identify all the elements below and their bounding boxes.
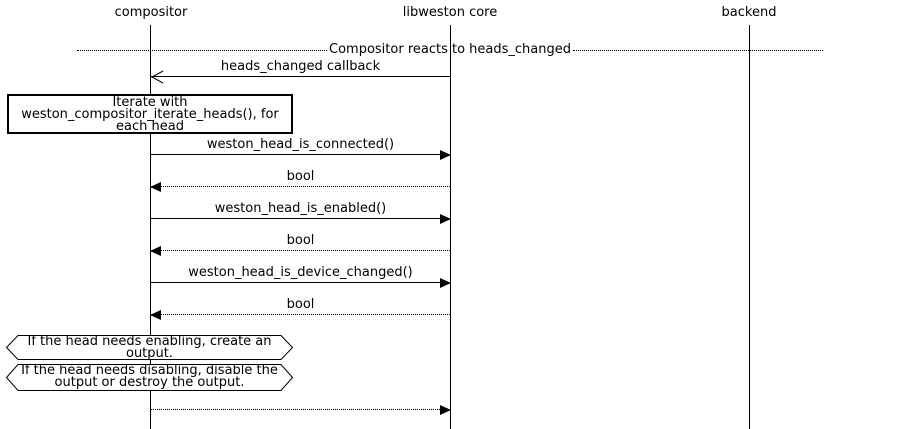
note-iterate-heads: Iterate with weston_compositor_iterate_h… — [7, 94, 293, 134]
message-label: heads_changed callback — [220, 59, 381, 74]
open-arrowhead-left-icon — [151, 70, 164, 84]
message-label: weston_head_is_enabled() — [214, 201, 387, 216]
participant-label-backend: backend — [721, 5, 777, 20]
participant-label-compositor: compositor — [114, 5, 188, 20]
message-line — [151, 150, 451, 160]
hexagon-shape — [6, 335, 293, 360]
message-label: bool — [286, 297, 315, 312]
message-return-bool: bool — [150, 233, 450, 256]
lifeline-backend — [749, 25, 750, 429]
divider-heads-changed: Compositor reacts to heads_changed — [77, 43, 823, 57]
note-line: weston_compositor_iterate_heads(), for — [21, 107, 279, 122]
note-line: output. — [125, 346, 173, 361]
filled-arrowhead-left-icon — [150, 182, 161, 192]
message-unlabeled-return — [151, 405, 451, 415]
message-line — [150, 182, 450, 192]
note-line: Iterate with — [112, 95, 188, 110]
message-heads-changed-callback: heads_changed callback — [151, 59, 450, 84]
lifeline-compositor — [150, 25, 151, 429]
lifeline-libweston-core — [450, 25, 451, 429]
filled-arrowhead-right-icon — [440, 150, 451, 160]
filled-arrowhead-right-icon — [440, 405, 451, 415]
hexagon-shape — [6, 364, 293, 391]
message-line — [151, 214, 451, 224]
note-line: If the head needs enabling, create an — [27, 334, 272, 349]
message-return-bool: bool — [150, 297, 450, 320]
hexagon-note-disable-output: If the head needs disabling, disable the… — [6, 364, 293, 391]
hexagon-note-enable-output: If the head needs enabling, create an ou… — [6, 335, 293, 360]
note-line: output or destroy the output. — [54, 375, 245, 390]
message-line — [151, 278, 451, 288]
message-label: bool — [286, 169, 315, 184]
filled-arrowhead-right-icon — [440, 214, 451, 224]
message-weston-head-is-enabled: weston_head_is_enabled() — [151, 201, 451, 224]
divider-dotted-line-left — [77, 49, 327, 51]
note-line: If the head needs disabling, disable the — [21, 363, 278, 378]
note-line: each head — [116, 119, 184, 134]
message-weston-head-is-connected: weston_head_is_connected() — [151, 137, 451, 160]
message-line — [151, 70, 450, 84]
message-return-bool: bool — [150, 169, 450, 192]
filled-arrowhead-left-icon — [150, 246, 161, 256]
message-label: weston_head_is_device_changed() — [188, 265, 413, 280]
participant-label-libweston-core: libweston core — [402, 5, 498, 20]
filled-arrowhead-left-icon — [150, 310, 161, 320]
message-line — [150, 310, 450, 320]
message-label: weston_head_is_connected() — [206, 137, 395, 152]
message-weston-head-is-device-changed: weston_head_is_device_changed() — [151, 265, 451, 288]
divider-label: Compositor reacts to heads_changed — [329, 42, 571, 57]
filled-arrowhead-right-icon — [440, 278, 451, 288]
message-label: bool — [286, 233, 315, 248]
divider-dotted-line-right — [573, 49, 823, 51]
message-line — [151, 405, 451, 415]
message-line — [150, 246, 450, 256]
